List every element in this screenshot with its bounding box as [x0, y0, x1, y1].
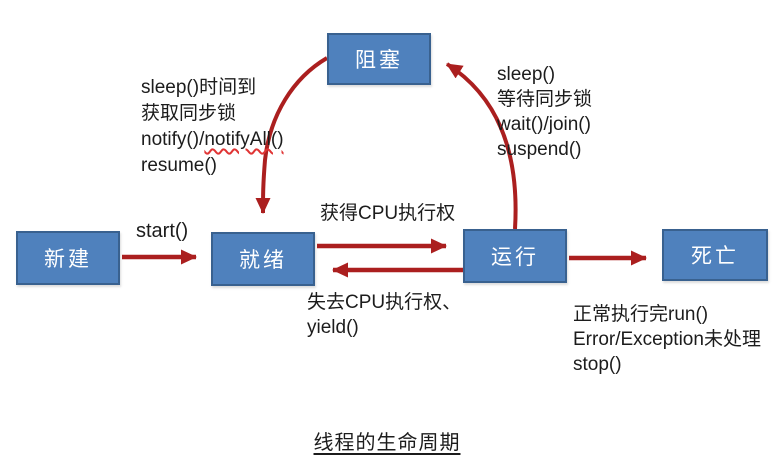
label-blocked-to-ready: sleep()时间到 获取同步锁 notify()/notifyAll() re… [141, 75, 284, 179]
label-start: start() [136, 220, 189, 242]
state-box-blocked: 阻塞 [327, 33, 431, 85]
state-box-ready: 就绪 [211, 232, 315, 286]
label-error-exception: Error/Exception未处理 [573, 329, 761, 350]
label-running-to-dead: 正常执行完run() Error/Exception未处理 stop() [573, 302, 761, 377]
label-lose-cpu: 失去CPU执行权、 yield() [307, 290, 461, 340]
arrow-running-to-blocked [445, 62, 518, 230]
state-label-new: 新建 [44, 248, 92, 271]
state-label-running: 运行 [491, 246, 539, 269]
label-wait-join: wait()/join() [497, 114, 591, 135]
label-wait-lock: 等待同步锁 [497, 89, 593, 110]
state-box-new: 新建 [16, 231, 120, 285]
label-run-complete: 正常执行完run() [573, 304, 709, 325]
state-box-dead: 死亡 [662, 229, 768, 281]
label-notify: notify()/notifyAll() [141, 127, 284, 153]
label-sleep: sleep() [497, 64, 556, 85]
label-suspend: suspend() [497, 139, 582, 160]
state-label-ready: 就绪 [239, 249, 287, 272]
arrow-blocked-to-ready [255, 56, 329, 214]
label-stop: stop() [573, 354, 622, 375]
diagram-title: 线程的生命周期 [313, 432, 461, 454]
state-label-dead: 死亡 [691, 245, 739, 268]
label-notify-prefix: notify()/ [141, 129, 205, 150]
label-resume: resume() [141, 155, 218, 176]
label-lose-cpu-line2: yield() [307, 317, 359, 338]
label-sleep-time-up: sleep()时间到 [141, 77, 257, 98]
label-notifyall-spellchecked: notifyAll() [204, 129, 284, 150]
state-box-running: 运行 [463, 229, 567, 283]
label-acquire-lock: 获取同步锁 [141, 103, 237, 124]
label-running-to-blocked: sleep() 等待同步锁 wait()/join() suspend() [497, 62, 592, 162]
label-acquire-cpu: 获得CPU执行权 [320, 203, 456, 224]
state-label-blocked: 阻塞 [355, 49, 403, 72]
label-lose-cpu-line1: 失去CPU执行权、 [307, 292, 462, 313]
